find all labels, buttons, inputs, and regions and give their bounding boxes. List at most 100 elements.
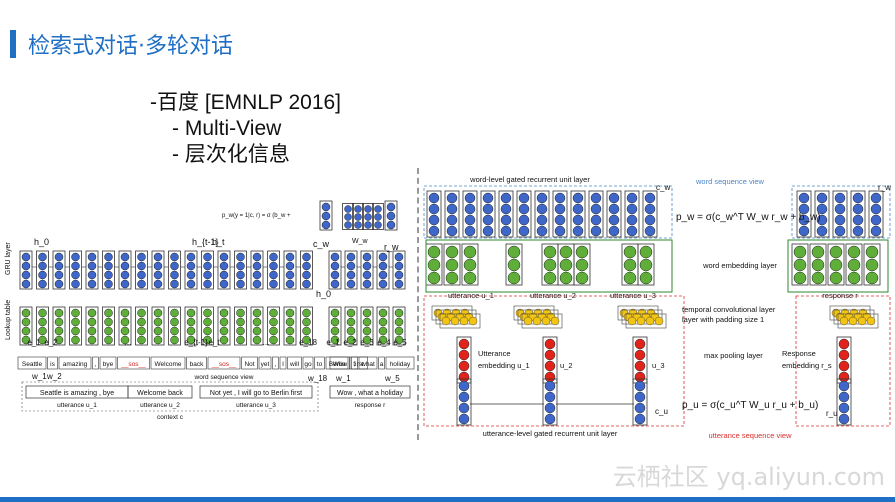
gru-unit-column-box [344, 250, 358, 290]
lookup-unit-column-unit [71, 326, 80, 336]
gru-unit-column-unit [346, 252, 356, 262]
lookup-unit-column-unit [203, 335, 212, 345]
word-embedding-column-unit [575, 271, 589, 285]
w-label: w_5 [384, 374, 400, 383]
gru-unit-column-unit [153, 252, 163, 262]
word-gru-column-unit [608, 225, 620, 237]
gru-unit-column-unit [394, 261, 404, 271]
token-box [117, 356, 150, 370]
word-embedding-column-unit [559, 258, 573, 272]
token-text: will [289, 361, 300, 368]
gru-unit-column-unit [71, 270, 80, 280]
lookup-unit-column-unit [137, 317, 146, 327]
cw-vector-unit [321, 211, 331, 221]
token-text: , [95, 361, 97, 368]
lookup-unit-column-box [151, 306, 165, 346]
response-box [329, 385, 411, 399]
lookup-unit-column-unit [54, 317, 64, 327]
lookup-unit-column-unit [120, 317, 130, 327]
lookup-unit-column-unit [219, 326, 229, 336]
slide-title: 检索式对话·多轮对话 [28, 34, 233, 59]
response-label: response r [355, 402, 387, 409]
lookup-unit-column-unit [170, 335, 179, 345]
response-gru-column-unit [870, 225, 882, 237]
token-box [207, 356, 241, 370]
word-gru-column-unit [608, 214, 620, 226]
utterance-label: utterance u_1 [57, 402, 97, 409]
lookup-unit-column-unit [330, 326, 340, 336]
gru-unit-column-unit [21, 252, 31, 262]
lookup-unit-column-unit [269, 335, 278, 345]
token-box [279, 356, 287, 370]
token-text: back [190, 361, 204, 368]
lookup-unit-column-unit [170, 317, 179, 327]
word-gru-column-unit [464, 225, 476, 237]
word-gru-column-unit [464, 214, 476, 226]
ww-matrix-col-box [352, 203, 364, 230]
ww-matrix-col-unit [354, 205, 362, 213]
response-embedding-column-unit [811, 245, 825, 259]
gru-unit-column-unit [137, 279, 146, 289]
lookup-unit-column-unit [137, 308, 146, 318]
pw-formula: p_w = σ(c_w^T W_w r_w + b_w) [676, 212, 821, 223]
gru-unit-column-unit [362, 252, 372, 262]
conv-unit [654, 316, 664, 326]
lookup-unit-column-unit [71, 308, 80, 318]
word-gru-column-unit [482, 203, 494, 215]
gru-unit-column-unit [203, 279, 212, 289]
response-embedding-column-unit [847, 271, 861, 285]
word-gru-column-unit [500, 203, 512, 215]
word-gru-column-unit [482, 225, 494, 237]
token-box [186, 356, 207, 370]
response-gru-column-unit [870, 203, 882, 215]
utterance-gru-column-unit [634, 391, 646, 403]
word-gru-column-unit [590, 225, 602, 237]
response-gru-column-unit [834, 203, 846, 215]
max-pooling-column-unit [838, 360, 850, 372]
gru-unit-column-box [69, 250, 82, 290]
ww-matrix-col-unit [344, 213, 352, 221]
gru-unit-column-unit [104, 270, 113, 280]
lookup-unit-column-box [52, 306, 66, 346]
response-utterance-column-unit [838, 413, 850, 425]
lookup-unit-column-unit [219, 335, 229, 345]
word-gru-column-box [444, 190, 460, 238]
ww-matrix-col-unit [374, 221, 382, 229]
gru-unit-column-box [328, 250, 342, 290]
token-box [287, 356, 302, 370]
utterance-label: utterance u_1 [448, 291, 494, 300]
word-embedding-column-unit [623, 258, 637, 272]
lookup-unit-column-unit [346, 335, 356, 345]
e-label: e_t [208, 338, 220, 347]
response-gru-column-unit [852, 203, 864, 215]
word-embedding-column-box [461, 243, 479, 286]
word-gru-column-unit [518, 192, 530, 204]
response-embedding-column-unit [811, 271, 825, 285]
gru-unit-column-unit [21, 270, 31, 280]
word-embedding-column-unit [427, 245, 441, 259]
response-gru-column-unit [852, 192, 864, 204]
lookup-unit-column-unit [104, 317, 113, 327]
gru-unit-column-unit [186, 261, 196, 271]
watermark: 云栖社区 yq.aliyun.com [612, 463, 885, 491]
lookup-unit-column-unit [394, 326, 404, 336]
lookup-unit-column-unit [71, 335, 80, 345]
token-text: Welcome [155, 361, 182, 368]
lookup-unit-column-unit [87, 335, 97, 345]
max-pooling-column-unit [544, 371, 556, 383]
token-box [272, 356, 279, 370]
lookup-unit-column-unit [269, 308, 278, 318]
gru-unit-column-unit [330, 252, 340, 262]
response-gru-column-unit [852, 225, 864, 237]
word-gru-column-unit [644, 225, 656, 237]
token-text: Not [244, 361, 254, 368]
word-gru-column-box [624, 190, 640, 238]
response-gru-column-unit [816, 225, 828, 237]
token-text: is [50, 361, 55, 368]
lookup-unit-column-box [118, 306, 132, 346]
token-box [314, 356, 325, 370]
max-pooling-column-unit [634, 338, 646, 350]
ww-matrix-col-box [372, 203, 384, 230]
ww-matrix-col-unit [364, 205, 372, 213]
